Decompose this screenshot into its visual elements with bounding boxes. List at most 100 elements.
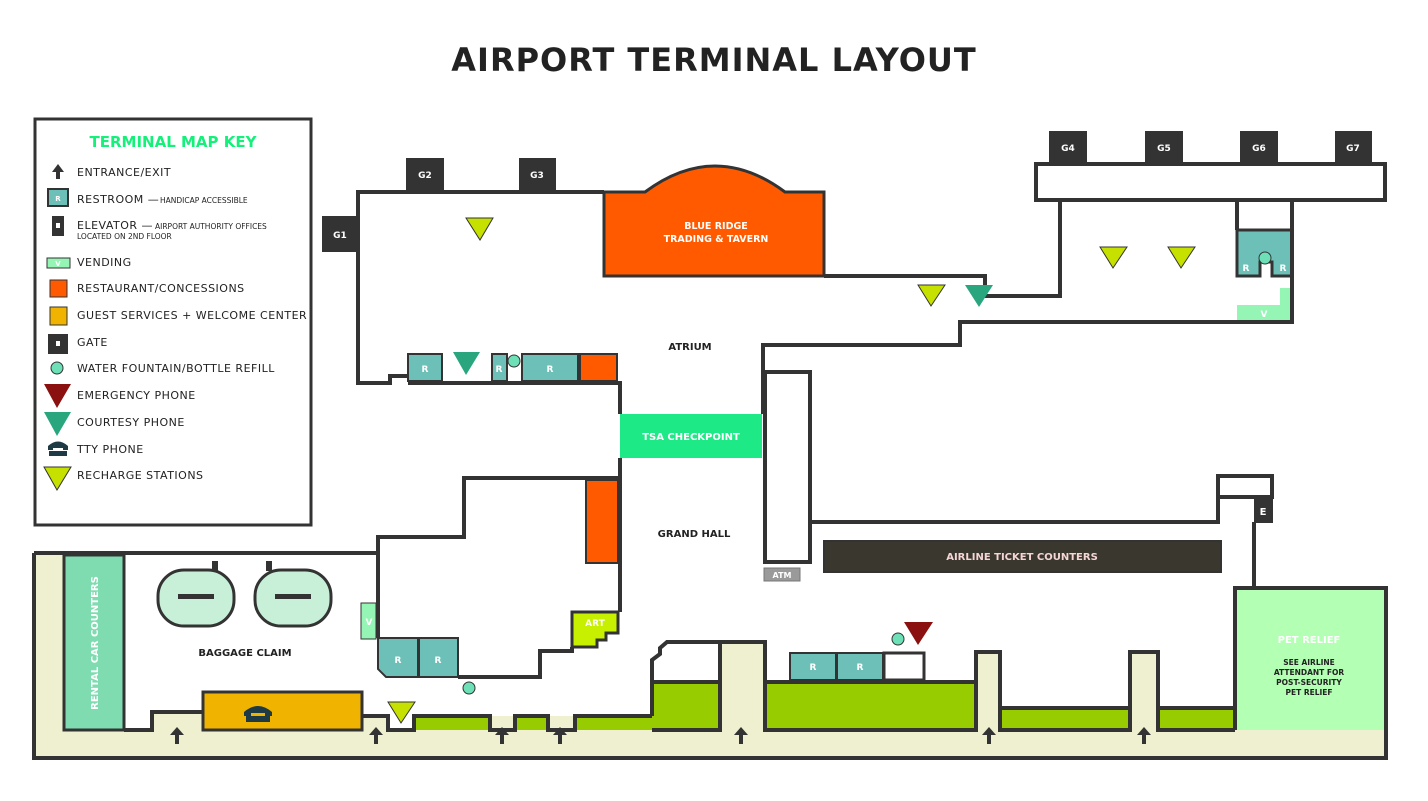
- svg-text:V: V: [1261, 310, 1268, 320]
- elevator-icon: [52, 216, 64, 236]
- vending-icon: V: [46, 257, 71, 269]
- vending: V: [1237, 288, 1292, 322]
- key-label: GATE: [77, 336, 108, 349]
- concourse-area: [414, 682, 1235, 730]
- guest-services[interactable]: [201, 690, 364, 732]
- svg-text:SEE AIRLINE: SEE AIRLINE: [1283, 658, 1335, 667]
- baggage-carousel: [156, 561, 236, 628]
- svg-text:R: R: [1243, 264, 1250, 274]
- key-label: RECHARGE STATIONS: [77, 469, 204, 482]
- key-label: ENTRANCE/EXIT: [77, 166, 171, 179]
- svg-text:BLUE RIDGE: BLUE RIDGE: [684, 221, 748, 232]
- key-label: TTY PHONE: [76, 443, 144, 456]
- entrance-arrow-icon[interactable]: [734, 727, 748, 744]
- arrow-up-icon: [52, 164, 64, 179]
- key-label: EMERGENCY PHONE: [77, 389, 196, 402]
- baggage-claim-label: BAGGAGE CLAIM: [198, 648, 291, 659]
- svg-text:ATTENDANT FOR: ATTENDANT FOR: [1274, 668, 1345, 677]
- restroom: R: [407, 353, 443, 382]
- courtesy-phone-icon: [44, 412, 71, 436]
- emergency-phone-icon: [904, 622, 933, 645]
- key-label: RESTAURANT/CONCESSIONS: [77, 282, 245, 295]
- entrance-arrow-icon[interactable]: [553, 727, 567, 744]
- svg-text:PET RELIEF: PET RELIEF: [1285, 688, 1332, 697]
- svg-text:G3: G3: [530, 171, 544, 181]
- key-sublabel: AIRPORT AUTHORITY OFFICES: [155, 222, 267, 231]
- concession[interactable]: [585, 479, 619, 564]
- entrance-arrow-icon[interactable]: [1137, 727, 1151, 744]
- svg-text:G7: G7: [1346, 144, 1360, 154]
- gate-icon: [48, 334, 68, 354]
- gate-g2[interactable]: G2: [406, 158, 444, 192]
- baggage-carousel: [253, 561, 333, 628]
- svg-text:ATM: ATM: [773, 571, 792, 580]
- tsa-checkpoint[interactable]: TSA CHECKPOINT: [620, 414, 762, 458]
- svg-text:G4: G4: [1061, 144, 1075, 154]
- walkway: [36, 165, 1384, 757]
- guest-services-icon: [49, 306, 68, 326]
- key-label: GUEST SERVICES + WELCOME CENTER: [77, 309, 307, 322]
- airline-ticket-counters[interactable]: AIRLINE TICKET COUNTERS: [823, 540, 1222, 573]
- water-fountain-icon: [1258, 251, 1272, 265]
- elevator[interactable]: E: [1254, 497, 1273, 523]
- gate-g5[interactable]: G5: [1145, 131, 1183, 165]
- recharge-station-icon: [465, 217, 494, 241]
- svg-text:V: V: [55, 260, 61, 268]
- svg-text:G2: G2: [418, 171, 432, 181]
- restroom: R: [521, 353, 579, 382]
- restroom: R: [377, 637, 419, 678]
- entrance-arrow-icon[interactable]: [170, 727, 184, 744]
- recharge-station-icon: [1099, 246, 1128, 269]
- recharge-station-icon: [1167, 246, 1196, 269]
- courtesy-phone-icon: [965, 285, 993, 307]
- key-title: TERMINAL MAP KEY: [90, 133, 258, 151]
- key-label: RESTROOM —: [77, 193, 159, 206]
- gate-g4[interactable]: G4: [1049, 131, 1087, 165]
- svg-text:TSA CHECKPOINT: TSA CHECKPOINT: [642, 432, 740, 443]
- concession[interactable]: [579, 353, 618, 382]
- key-sublabel: LOCATED ON 2ND FLOOR: [77, 232, 172, 241]
- entrance-arrow-icon[interactable]: [369, 727, 383, 744]
- gate-g7[interactable]: G7: [1335, 131, 1372, 165]
- restroom: R: [789, 652, 837, 681]
- key-label: WATER FOUNTAIN/BOTTLE REFILL: [77, 362, 275, 375]
- map-key: TERMINAL MAP KEY R V ENTRANCE/EXIT RESTR…: [33, 117, 313, 527]
- restroom: R: [418, 637, 459, 678]
- svg-text:POST-SECURITY: POST-SECURITY: [1276, 678, 1342, 687]
- blue-ridge-trading-tavern[interactable]: BLUE RIDGE TRADING & TAVERN: [602, 164, 826, 278]
- svg-text:R: R: [810, 663, 817, 673]
- svg-text:PET RELIEF: PET RELIEF: [1278, 635, 1341, 646]
- restroom: R: [836, 652, 884, 681]
- vending: V: [360, 602, 377, 640]
- gate-g1[interactable]: G1: [322, 216, 358, 252]
- svg-text:G6: G6: [1252, 144, 1266, 154]
- key-label: ELEVATOR —: [77, 219, 153, 232]
- key-label: VENDING: [77, 256, 132, 269]
- svg-text:G5: G5: [1157, 144, 1171, 154]
- svg-text:R: R: [547, 365, 554, 375]
- water-fountain-icon: [507, 354, 521, 368]
- entrance-arrow-icon[interactable]: [495, 727, 509, 744]
- emergency-phone-icon: [44, 384, 71, 408]
- svg-text:V: V: [366, 618, 373, 628]
- tty-phone-icon: [48, 441, 68, 456]
- svg-text:R: R: [55, 195, 61, 203]
- gate-g3[interactable]: G3: [519, 158, 556, 192]
- recharge-station-icon: [387, 701, 416, 724]
- key-label: COURTESY PHONE: [77, 416, 185, 429]
- svg-text:AIRLINE TICKET COUNTERS: AIRLINE TICKET COUNTERS: [946, 552, 1098, 563]
- entrance-arrow-icon[interactable]: [982, 727, 996, 744]
- svg-text:TRADING & TAVERN: TRADING & TAVERN: [664, 234, 769, 245]
- grand-hall-label: GRAND HALL: [658, 529, 731, 540]
- svg-text:E: E: [1260, 507, 1267, 518]
- page-title: AIRPORT TERMINAL LAYOUT: [451, 41, 976, 79]
- gate-g6[interactable]: G6: [1240, 131, 1278, 165]
- rental-car-counters: RENTAL CAR COUNTERS: [62, 553, 126, 732]
- svg-text:R: R: [496, 365, 503, 375]
- svg-text:R: R: [1280, 264, 1287, 274]
- courtesy-phone-icon: [453, 352, 480, 375]
- atm[interactable]: ATM: [763, 567, 801, 582]
- recharge-station-icon: [43, 466, 72, 491]
- restaurant-icon: [49, 279, 68, 298]
